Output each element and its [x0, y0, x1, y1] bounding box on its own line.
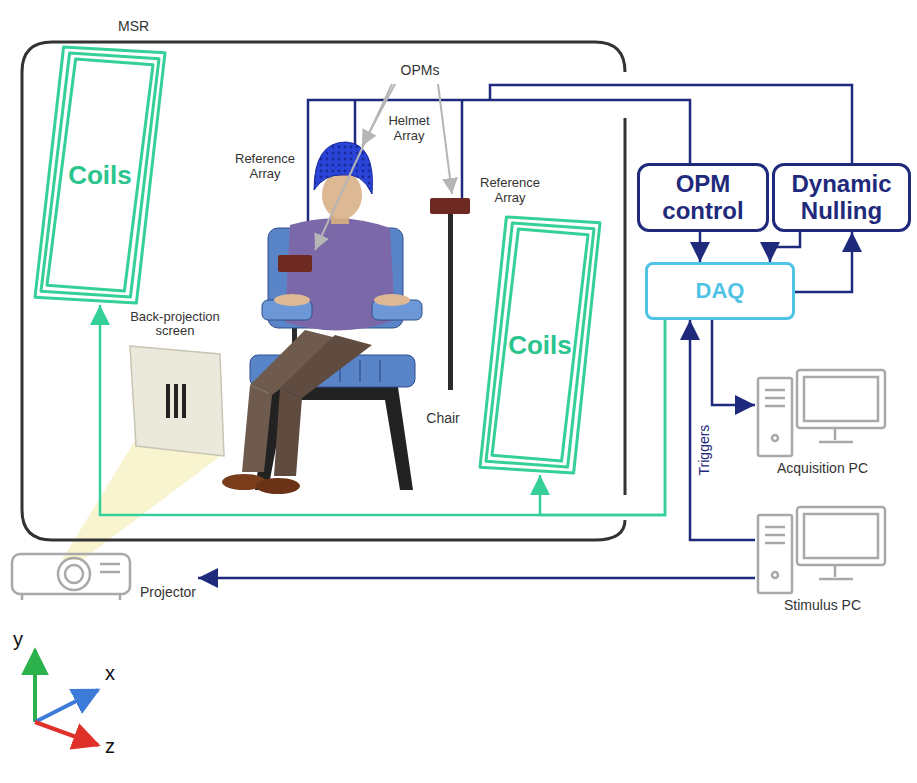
node-text: Projector	[140, 584, 196, 600]
computer-icon: Stimulus PC	[755, 505, 890, 617]
computer-icon: Acquisition PC	[755, 368, 890, 480]
leader-line	[438, 84, 452, 194]
projector-icon	[58, 558, 90, 590]
computer-icon	[819, 565, 853, 579]
coil-winding	[480, 217, 600, 473]
signal-connector	[690, 320, 755, 540]
projector-icon	[8, 540, 136, 602]
coil-frame: Coils	[35, 45, 165, 305]
axis-label: z	[100, 735, 120, 758]
computer-icon	[772, 572, 778, 578]
signal-connector	[699, 232, 702, 262]
seated-person	[274, 388, 302, 476]
array-label: Helmet Array	[378, 114, 440, 144]
signal-connector	[198, 577, 755, 580]
seated-person	[242, 385, 272, 472]
axis-arrows	[35, 722, 98, 745]
screen-panel	[130, 346, 224, 456]
computer-icon	[797, 370, 885, 428]
computer-icon	[797, 507, 885, 565]
node-text: OPM control	[644, 171, 762, 224]
computer-icon	[755, 368, 890, 458]
computer-icon	[755, 505, 890, 595]
sensor-label: OPMs	[395, 62, 445, 78]
projector-icon	[12, 554, 130, 594]
seated-person	[256, 478, 300, 494]
computer-icon	[765, 527, 785, 543]
coil-winding	[486, 223, 594, 467]
projection-screen: Back-projection screen	[122, 310, 228, 460]
computer-icon	[804, 514, 878, 558]
seated-person	[314, 142, 372, 194]
signal-connector	[712, 320, 755, 405]
projector-icon	[22, 564, 120, 600]
opm-wire	[461, 100, 464, 198]
axis-arrows	[35, 650, 98, 745]
chair-figure	[255, 387, 413, 490]
seated-person	[374, 294, 410, 306]
reference-array	[278, 255, 312, 272]
leader-line	[315, 84, 452, 250]
node-text: DAQ	[696, 279, 745, 303]
signal-connector	[770, 232, 800, 262]
projector-beam	[62, 442, 222, 560]
screen-panel	[182, 384, 186, 418]
computer-icon	[819, 428, 853, 442]
coil-frame: Coils	[480, 215, 600, 475]
axis-arrows	[33, 650, 37, 722]
array-label: Reference Array	[474, 176, 546, 206]
node-text: Coils	[508, 330, 572, 361]
coil-winding	[492, 229, 588, 461]
projector-icon: Projector	[8, 540, 198, 606]
array-label: Reference Array	[230, 152, 300, 182]
chair-label: Chair	[418, 410, 468, 426]
leader-line	[315, 84, 392, 250]
reference-array	[278, 198, 470, 272]
computer-icon	[758, 378, 792, 456]
control-box: Dynamic Nulling	[772, 163, 911, 232]
seated-person	[222, 142, 422, 494]
node-text: Back-projection screen	[122, 310, 228, 339]
opm-wire	[354, 100, 357, 146]
axis-label: x	[100, 662, 120, 685]
computer-icon	[758, 370, 885, 456]
chair-figure	[448, 214, 453, 390]
signal-connector	[795, 232, 852, 292]
control-box: OPM control	[637, 163, 769, 232]
coil-winding	[35, 47, 165, 303]
axis-label: y	[8, 628, 28, 651]
node-text: Acquisition PC	[755, 460, 890, 476]
node-text: Dynamic Nulling	[779, 171, 904, 224]
node-text: Coils	[68, 160, 132, 191]
screen-panel	[174, 384, 178, 418]
edge-label: Triggers	[696, 423, 712, 478]
screen-panel	[166, 384, 170, 418]
chair-figure	[250, 214, 453, 490]
seated-person	[322, 171, 362, 219]
daq-box: DAQ	[645, 262, 795, 320]
computer-icon	[772, 435, 778, 441]
seated-person	[274, 294, 310, 306]
reference-array	[430, 198, 470, 214]
projector-beam	[62, 442, 222, 560]
node-text: Stimulus PC	[755, 597, 890, 613]
node-text: MSR	[118, 18, 149, 34]
coil-winding	[41, 53, 159, 297]
computer-icon	[804, 377, 878, 421]
computer-icon	[765, 390, 785, 406]
shielded-room: CoilsBack-projection screenCoilsMSR	[22, 42, 625, 540]
room-outline	[22, 42, 625, 540]
projector-icon	[65, 565, 83, 583]
room-outline	[624, 118, 627, 495]
seated-person	[280, 335, 372, 398]
opm-wire	[490, 85, 852, 163]
coil-winding	[47, 59, 153, 291]
computer-icon	[758, 507, 885, 593]
computer-icon	[758, 515, 792, 593]
axis-arrows	[35, 690, 98, 722]
projector-icon	[12, 554, 130, 600]
